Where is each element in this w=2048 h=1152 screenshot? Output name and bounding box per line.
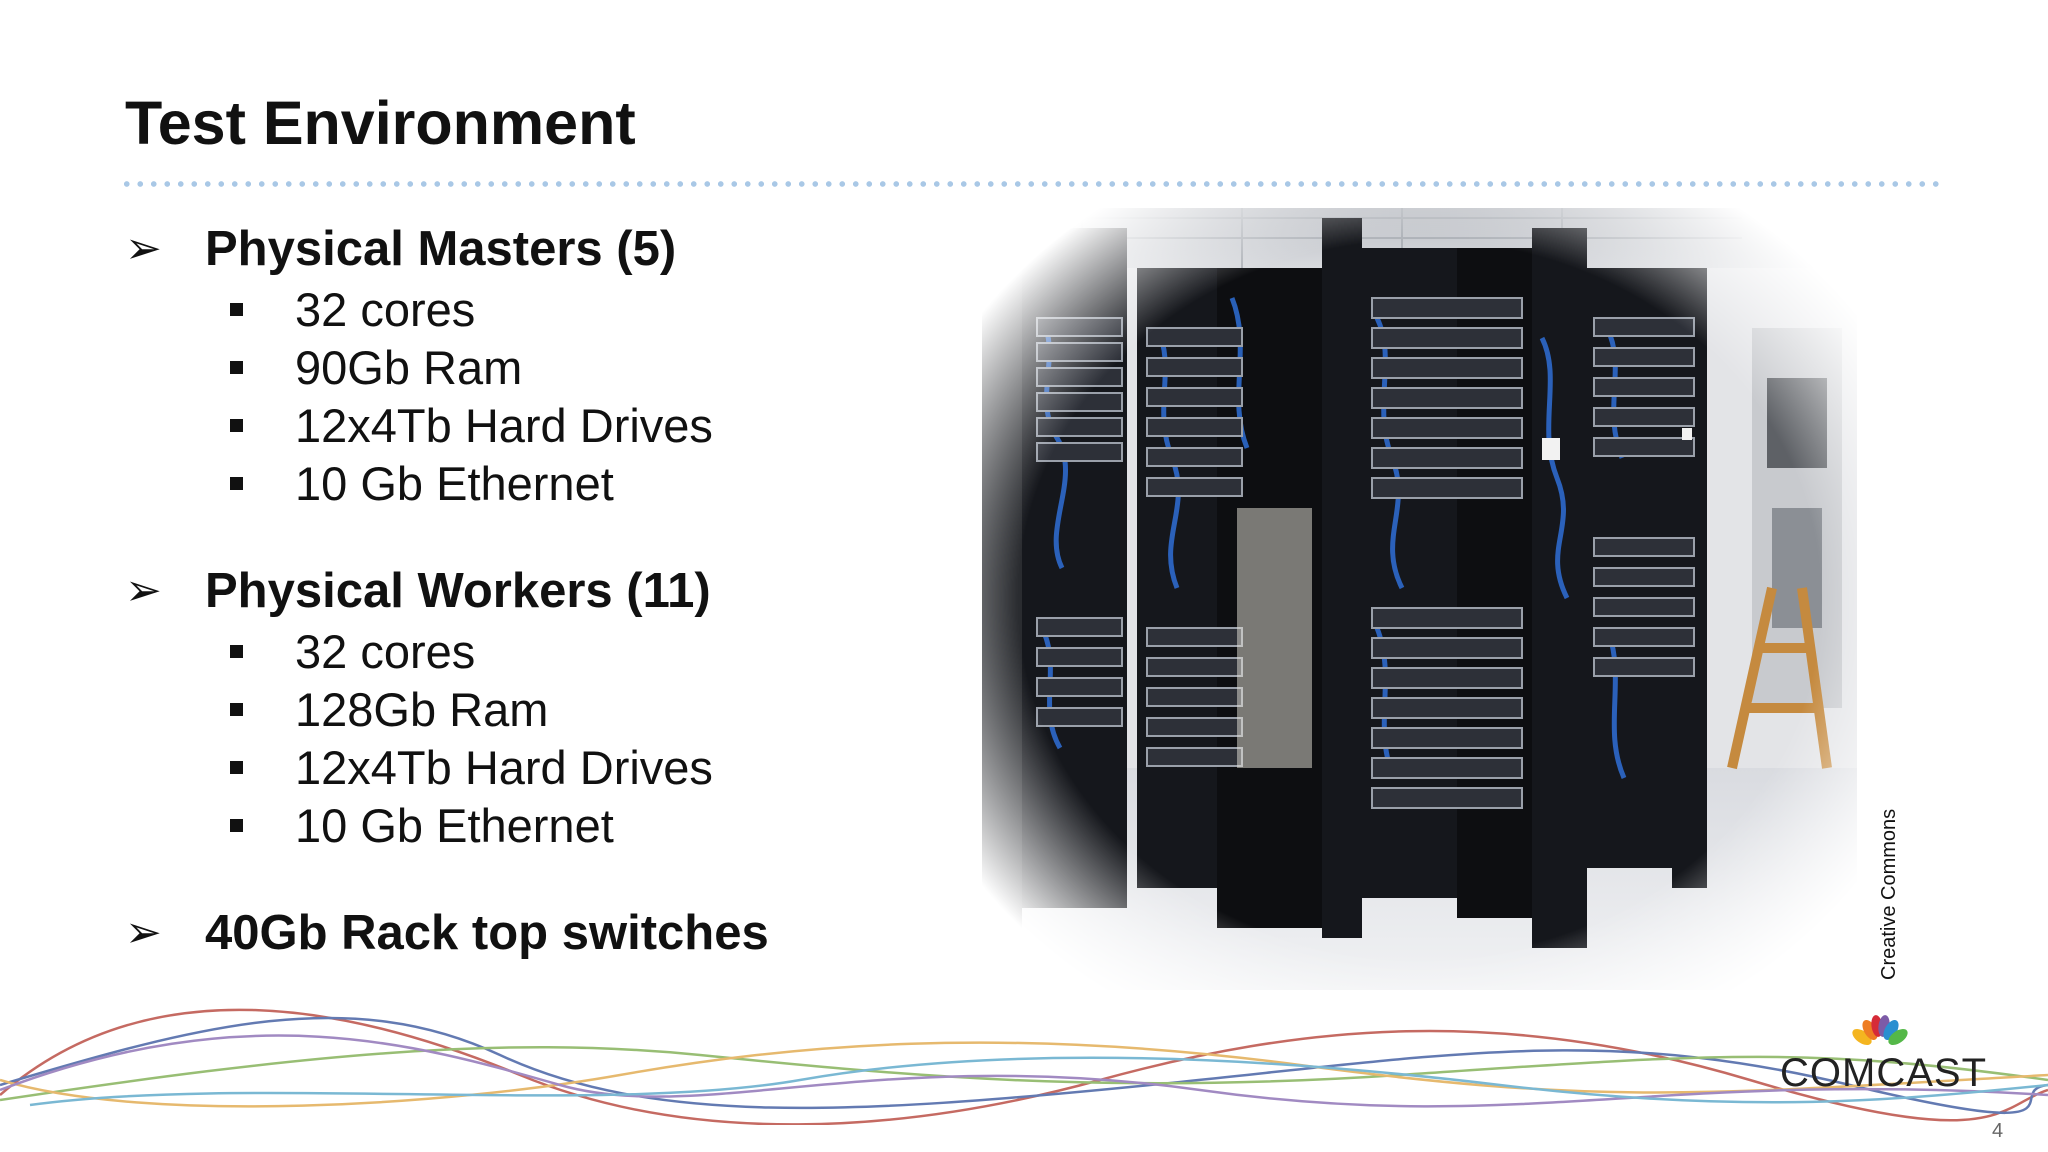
square-bullet-icon	[230, 418, 243, 432]
list-item: 32 cores	[125, 280, 985, 338]
server-rack-illustration	[982, 208, 1857, 990]
peacock-logo-icon	[1852, 1015, 1908, 1049]
logo-text: COMCAST	[1780, 1051, 1987, 1095]
section-heading: Physical Workers (11)	[205, 564, 711, 618]
square-bullet-icon	[230, 760, 243, 774]
decorative-waves	[0, 1008, 2048, 1125]
list-item: 12x4Tb Hard Drives	[125, 738, 985, 796]
section-rack-switches: ➢ 40Gb Rack top switches	[125, 902, 985, 964]
arrow-bullet-icon: ➢	[125, 224, 162, 273]
sub-bullet-list: 32 cores 90Gb Ram 12x4Tb Hard Drives 10 …	[125, 280, 985, 512]
section-heading: 40Gb Rack top switches	[205, 906, 769, 960]
square-bullet-icon	[230, 818, 243, 832]
list-item: 10 Gb Ethernet	[125, 454, 985, 512]
bullet-content: ➢ Physical Masters (5) 32 cores 90Gb Ram…	[125, 218, 985, 964]
arrow-bullet-icon: ➢	[125, 908, 162, 957]
dotted-divider	[120, 181, 1940, 187]
list-item: 90Gb Ram	[125, 338, 985, 396]
section-physical-workers: ➢ Physical Workers (11) 32 cores 128Gb R…	[125, 560, 985, 854]
list-item: 12x4Tb Hard Drives	[125, 396, 985, 454]
sub-bullet-list: 32 cores 128Gb Ram 12x4Tb Hard Drives 10…	[125, 622, 985, 854]
list-item: 10 Gb Ethernet	[125, 796, 985, 854]
section-heading: Physical Masters (5)	[205, 222, 677, 276]
section-physical-masters: ➢ Physical Masters (5) 32 cores 90Gb Ram…	[125, 218, 985, 512]
square-bullet-icon	[230, 702, 243, 716]
list-item: 32 cores	[125, 622, 985, 680]
square-bullet-icon	[230, 302, 243, 316]
square-bullet-icon	[230, 360, 243, 374]
slide-title: Test Environment	[125, 89, 636, 157]
server-rack-photo	[982, 208, 1857, 990]
page-number: 4	[1992, 1120, 2004, 1142]
list-item: 128Gb Ram	[125, 680, 985, 738]
square-bullet-icon	[230, 644, 243, 658]
comcast-logo: COMCAST	[1780, 1015, 1987, 1115]
square-bullet-icon	[230, 476, 243, 490]
arrow-bullet-icon: ➢	[125, 566, 162, 615]
image-credit: Creative Commons	[1878, 808, 1900, 980]
